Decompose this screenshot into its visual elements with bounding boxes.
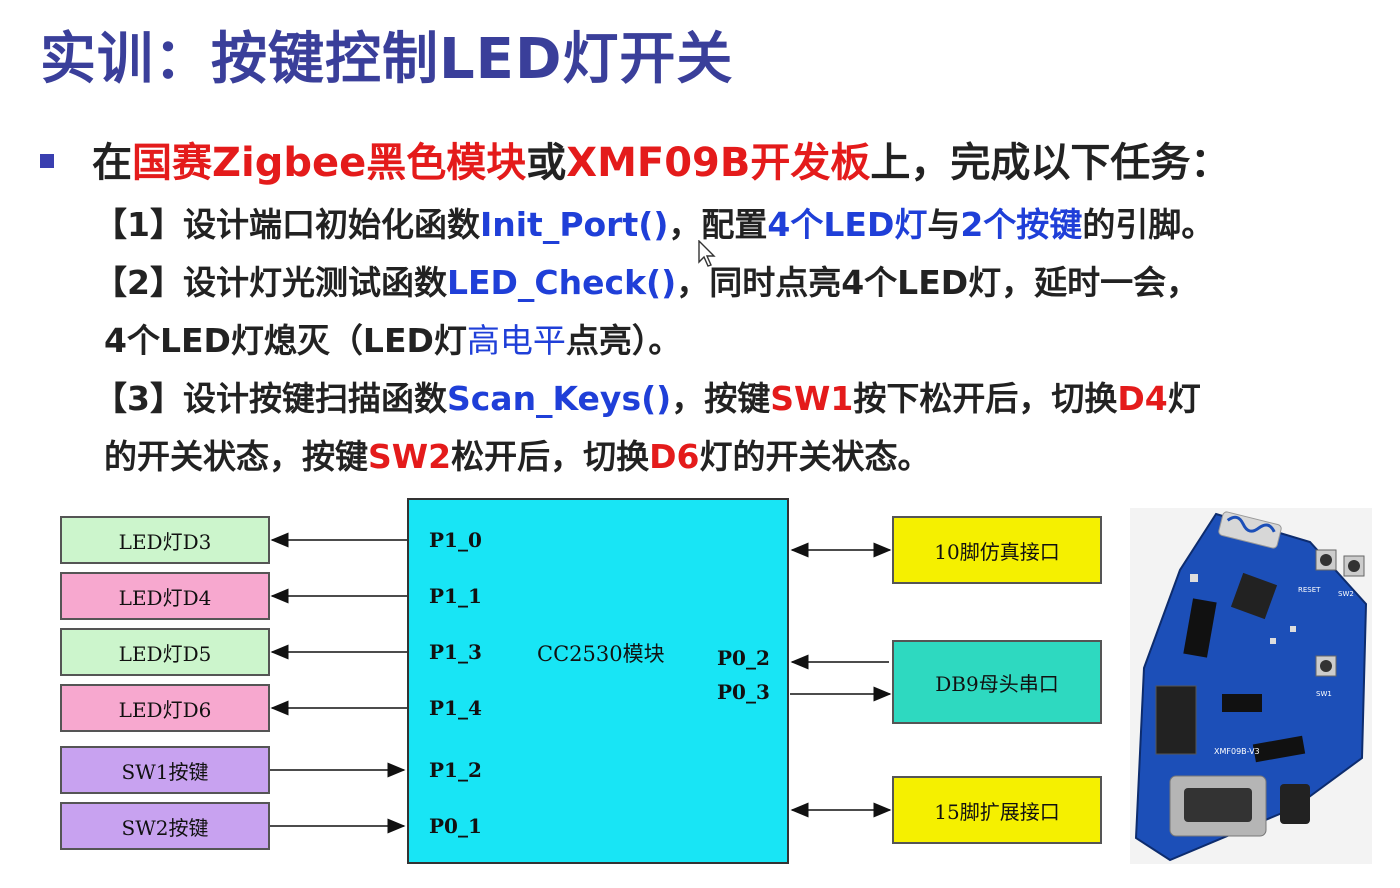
task-text: 的引脚。 [1082,205,1215,244]
module-label: CC2530模块 [537,642,665,666]
sw1-box: SW1按键 [60,746,270,794]
task-1: 【1】设计端口初始化函数Init_Port()，配置4个LED灯与2个按键的引脚… [94,198,1214,246]
task-highlight: 4个LED灯 [767,205,928,244]
task-highlight: D6 [649,437,700,476]
sw2-label: SW2 [1338,590,1354,598]
task-3: 【3】设计按键扫描函数Scan_Keys()，按键SW1按下松开后，切换D4灯 [94,372,1201,420]
task-text: 【1】设计端口初始化函数 [94,205,480,244]
board-illustration: RESET SW2 SW1 XMF09B-V3 [1134,511,1368,862]
led-d5-box: LED灯D5 [60,628,270,676]
bullet-text: 或 [526,140,567,186]
bullet-square-icon [40,154,54,168]
task-text: 4个LED灯熄灭（LED灯 [104,321,467,360]
pin-label: P1_4 [429,696,482,720]
task-text: 【2】设计灯光测试函数 [94,263,447,302]
task-text: ，按键 [671,379,771,418]
task-text: 松开后，切换 [451,437,650,476]
task-highlight: SW2 [368,437,452,476]
board-model-label: XMF09B-V3 [1214,747,1260,756]
task-text: 灯 [1167,379,1201,418]
debug-interface-box: 10脚仿真接口 [892,516,1102,584]
task-text: 按下松开后，切换 [853,379,1118,418]
bullet-highlight-board: XMF09B开发板 [566,140,871,186]
task-text: 与 [927,205,961,244]
task-text: ，配置 [668,205,768,244]
reset-label: RESET [1298,586,1321,594]
pin-label: P1_0 [429,528,482,552]
task-highlight: 2个按键 [960,205,1083,244]
bullet-highlight-module: 国赛Zigbee黑色模块 [132,140,527,186]
task-text: 【3】设计按键扫描函数 [94,379,447,418]
mouse-cursor-icon [698,240,716,267]
task-highlight: D4 [1117,379,1168,418]
led-d3-box: LED灯D3 [60,516,270,564]
function-name: LED_Check() [446,263,677,302]
task-highlight: SW1 [770,379,854,418]
task-highlight: 高电平 [466,321,566,360]
bullet-text: 在 [92,140,132,186]
function-name: Scan_Keys() [446,379,672,418]
xmf09b-board-photo: RESET SW2 SW1 XMF09B-V3 [1130,508,1372,864]
pin-label: P0_3 [717,680,770,704]
pin-label: P0_2 [717,646,770,670]
sw2-box: SW2按键 [60,802,270,850]
pin-label: P1_2 [429,758,482,782]
function-name: Init_Port() [479,205,669,244]
led-d6-box: LED灯D6 [60,684,270,732]
task-text: 点亮）。 [565,321,682,360]
task-3-continued: 的开关状态，按键SW2松开后，切换D6灯的开关状态。 [104,430,931,478]
pin-label: P0_1 [429,814,482,838]
pin-label: P1_1 [429,584,482,608]
sw1-label: SW1 [1316,690,1332,698]
expansion-interface-box: 15脚扩展接口 [892,776,1102,844]
main-bullet: 在国赛Zigbee黑色模块或XMF09B开发板上，完成以下任务： [40,130,1230,188]
task-text: ，同时点亮4个LED灯，延时一会， [676,263,1200,302]
led-d4-box: LED灯D4 [60,572,270,620]
task-2-continued: 4个LED灯熄灭（LED灯高电平点亮）。 [104,314,681,362]
bullet-text: 上，完成以下任务： [870,140,1231,186]
db9-serial-box: DB9母头串口 [892,640,1102,724]
task-text: 灯的开关状态。 [699,437,931,476]
task-text: 的开关状态，按键 [104,437,368,476]
cc2530-module: P1_0 P1_1 P1_3 P1_4 P1_2 P0_1 CC2530模块 P… [407,498,789,864]
task-2: 【2】设计灯光测试函数LED_Check()，同时点亮4个LED灯，延时一会， [94,256,1199,304]
pin-label: P1_3 [429,640,482,664]
page-title: 实训：按键控制LED灯开关 [40,27,734,92]
